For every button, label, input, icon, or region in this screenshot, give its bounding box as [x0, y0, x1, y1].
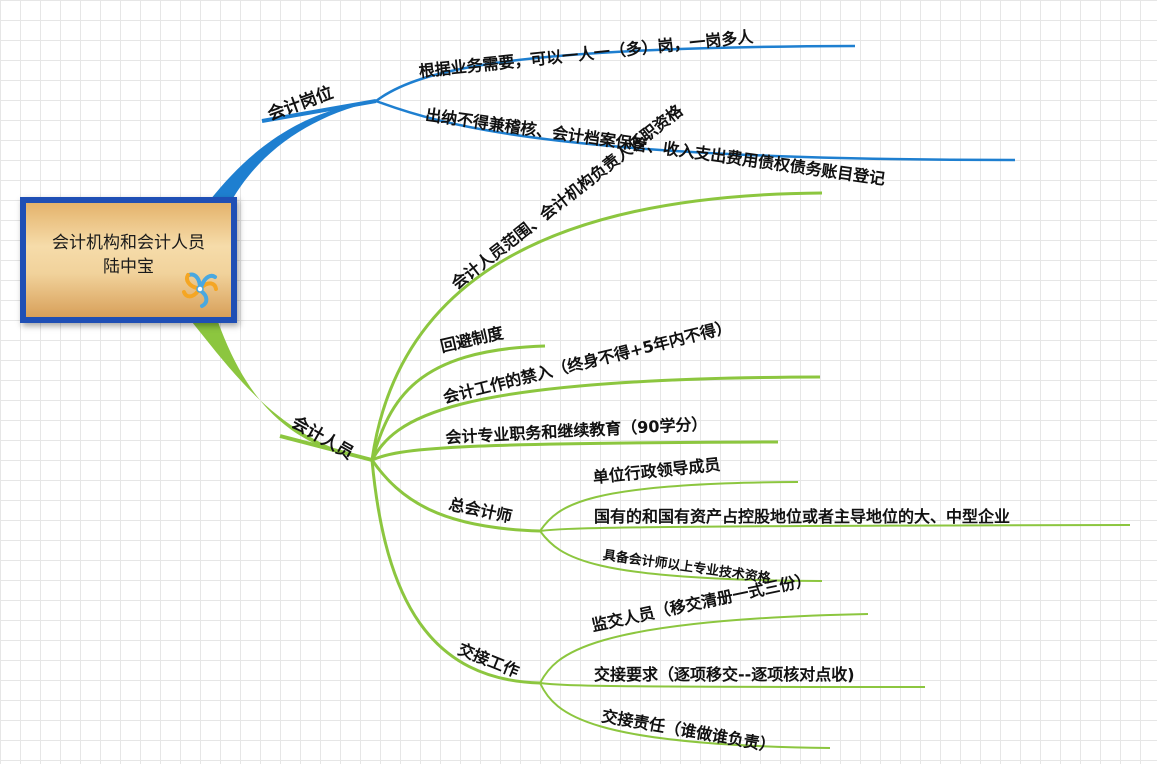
branch-connector-accounting-staff: [192, 322, 372, 460]
flower-logo-icon: [182, 272, 218, 308]
connector-staff-3: [370, 375, 821, 461]
connector-cfo-2: [539, 524, 1131, 532]
connector-handover-3: [539, 682, 831, 749]
connector-posts-1: [375, 44, 856, 103]
connector-staff-4: [371, 440, 779, 462]
central-topic[interactable]: 会计机构和会计人员 陆中宝: [20, 197, 237, 323]
connector-staff-1: [370, 191, 823, 461]
connector-staff-6: [370, 459, 541, 685]
connector-cfo-1: [539, 481, 799, 532]
connector-staff-2: [370, 344, 546, 461]
branch-connector-accounting-posts: [210, 101, 376, 200]
branch-underline-accounting-posts: [261, 99, 377, 123]
central-topic-title: 会计机构和会计人员: [52, 233, 205, 253]
connector-posts-2: [375, 99, 1016, 162]
topic-cfo-state-enterprise[interactable]: 国有的和国有资产占控股地位或者主导地位的大、中型企业: [594, 507, 1011, 526]
topic-handover-requirement[interactable]: 交接要求（逐项移交--逐项核对点收): [594, 665, 855, 684]
branch-underline-accounting-staff: [279, 434, 373, 462]
connector-handover-1: [539, 613, 869, 684]
central-topic-subtitle: 陆中宝: [103, 257, 154, 277]
connector-staff-5: [370, 459, 541, 533]
connector-handover-2: [539, 682, 926, 688]
connector-cfo-3: [539, 530, 823, 582]
